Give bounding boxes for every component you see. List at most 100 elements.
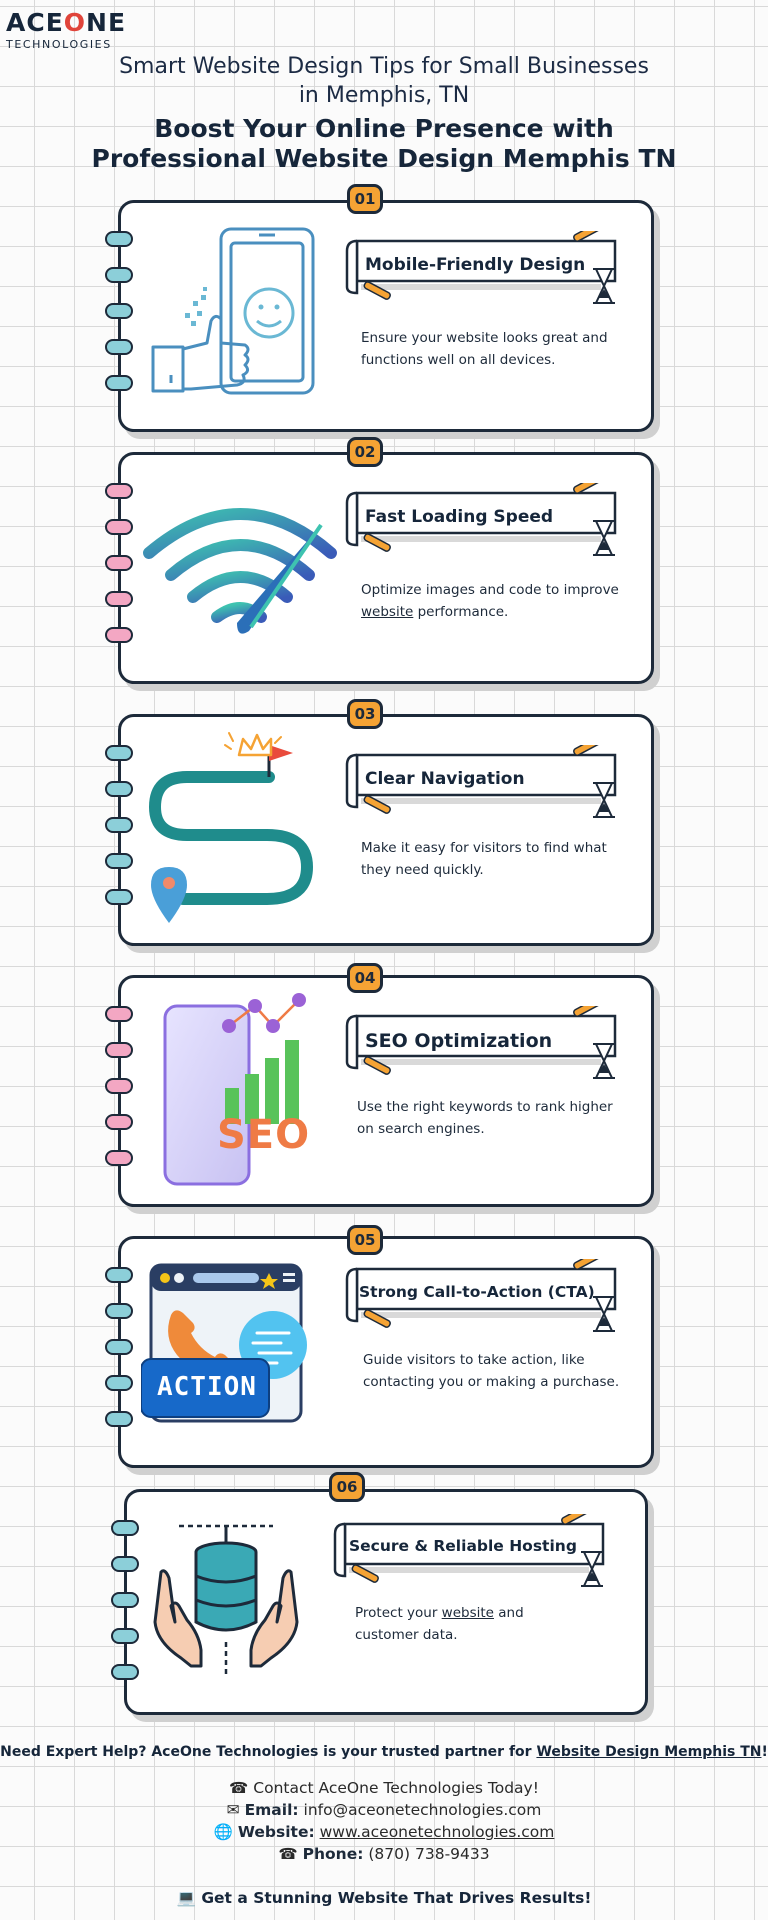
binder-ring xyxy=(105,1375,133,1391)
tip-card-05: ACTION Strong Call-to-Action (CTA) Guide… xyxy=(105,1236,654,1468)
action-call-icon xyxy=(141,1263,307,1423)
title-banner xyxy=(345,1259,617,1332)
binder-ring xyxy=(105,1078,133,1094)
website-link[interactable]: website xyxy=(361,604,414,620)
binder-rings xyxy=(105,1267,137,1447)
desc-text: and xyxy=(493,1605,524,1621)
desc-line: customer data. xyxy=(355,1627,458,1643)
tip-number-badge: 04 xyxy=(347,963,383,993)
tip-card-03: Clear Navigation Make it easy for visito… xyxy=(105,714,654,946)
action-icon-text: ACTION xyxy=(157,1372,257,1402)
binder-ring xyxy=(105,519,133,535)
binder-ring xyxy=(105,1114,133,1130)
tip-title: Strong Call-to-Action (CTA) xyxy=(359,1283,595,1301)
contact-title: Contact AceOne Technologies Today! xyxy=(253,1779,539,1797)
tip-description: Use the right keywords to rank higher on… xyxy=(357,1096,613,1140)
footer-lead-text: Need Expert Help? AceOne Technologies is… xyxy=(0,1744,537,1760)
binder-rings xyxy=(105,1006,137,1186)
desc-line: functions well on all devices. xyxy=(361,352,556,368)
tip-number-badge: 06 xyxy=(329,1472,365,1502)
logo-wordmark: ACEONE xyxy=(6,10,126,36)
desc-line: Make it easy for visitors to find what xyxy=(361,840,607,856)
binder-rings xyxy=(105,745,137,925)
email-value[interactable]: info@aceonetechnologies.com xyxy=(303,1801,542,1819)
binder-ring xyxy=(111,1556,139,1572)
phone-value[interactable]: (870) 738-9433 xyxy=(368,1845,490,1863)
title-line: Professional Website Design Memphis TN xyxy=(91,144,677,173)
desc-line: website performance. xyxy=(361,601,619,623)
closing-line: 💻 Get a Stunning Website That Drives Res… xyxy=(0,1889,768,1907)
binder-ring xyxy=(105,339,133,355)
logo-part: NE xyxy=(86,8,127,37)
wifi-speedometer-icon xyxy=(143,508,337,634)
page-subtitle: Smart Website Design Tips for Small Busi… xyxy=(84,52,684,110)
binder-ring xyxy=(105,267,133,283)
closing-text: Get a Stunning Website That Drives Resul… xyxy=(201,1889,592,1907)
laptop-icon: 💻 xyxy=(176,1889,196,1907)
subtitle-line: in Memphis, TN xyxy=(298,83,470,108)
page-title: Boost Your Online Presence with Professi… xyxy=(34,114,734,174)
binder-rings xyxy=(111,1520,143,1700)
email-label: Email: xyxy=(244,1801,299,1819)
phone-line: ☎ Phone: (870) 738-9433 xyxy=(0,1845,768,1863)
binder-ring xyxy=(105,1006,133,1022)
binder-ring xyxy=(105,555,133,571)
binder-ring xyxy=(111,1628,139,1644)
phone-icon: ☎ xyxy=(229,1779,249,1797)
binder-ring xyxy=(105,1339,133,1355)
binder-ring xyxy=(105,375,133,391)
tip-number-badge: 05 xyxy=(347,1225,383,1255)
binder-ring xyxy=(105,889,133,905)
tip-title: Fast Loading Speed xyxy=(365,507,554,527)
title-banner xyxy=(345,231,617,304)
desc-text: performance. xyxy=(413,604,509,620)
binder-ring xyxy=(105,853,133,869)
binder-ring xyxy=(105,231,133,247)
tip-title: Mobile-Friendly Design xyxy=(365,255,586,275)
company-logo: ACEONE TECHNOLOGIES xyxy=(6,10,126,52)
globe-icon: 🌐 xyxy=(213,1823,233,1841)
website-label: Website: xyxy=(237,1823,315,1841)
tip-number-badge: 02 xyxy=(347,437,383,467)
tip-description: Make it easy for visitors to find what t… xyxy=(361,837,607,881)
winding-road-icon xyxy=(148,732,314,923)
website-line: 🌐 Website: www.aceonetechnologies.com xyxy=(0,1823,768,1841)
phone-label: Phone: xyxy=(302,1845,364,1863)
website-url-link[interactable]: www.aceonetechnologies.com xyxy=(319,1823,555,1841)
tip-card-01: Mobile-Friendly Design Ensure your websi… xyxy=(105,200,654,432)
binder-ring xyxy=(105,781,133,797)
binder-ring xyxy=(105,591,133,607)
seo-icon-text: SEO xyxy=(217,1112,311,1158)
email-line: ✉ Email: info@aceonetechnologies.com xyxy=(0,1801,768,1819)
binder-ring xyxy=(105,483,133,499)
website-design-link[interactable]: Website Design Memphis TN xyxy=(536,1744,762,1760)
desc-line: Use the right keywords to rank higher xyxy=(357,1099,613,1115)
binder-ring xyxy=(105,1042,133,1058)
binder-rings xyxy=(105,231,137,411)
binder-ring xyxy=(105,745,133,761)
phone-icon: ☎ xyxy=(278,1845,298,1863)
tip-title: Clear Navigation xyxy=(365,769,525,789)
binder-ring xyxy=(105,1150,133,1166)
desc-line: Ensure your website looks great and xyxy=(361,330,608,346)
desc-line: contacting you or making a purchase. xyxy=(363,1374,620,1390)
logo-o: O xyxy=(63,8,87,37)
seo-phone-chart-icon xyxy=(163,993,306,1186)
desc-line: Optimize images and code to improve xyxy=(361,582,619,598)
title-banner xyxy=(333,1514,605,1587)
binder-ring xyxy=(105,817,133,833)
contact-title-line: ☎ Contact AceOne Technologies Today! xyxy=(0,1779,768,1797)
website-link[interactable]: website xyxy=(441,1605,494,1621)
binder-ring xyxy=(105,627,133,643)
binder-ring xyxy=(105,303,133,319)
desc-line: on search engines. xyxy=(357,1121,485,1137)
title-banner xyxy=(345,1006,617,1079)
tip-title: Secure & Reliable Hosting xyxy=(349,1537,577,1555)
desc-line: they need quickly. xyxy=(361,862,484,878)
binder-ring xyxy=(105,1303,133,1319)
binder-ring xyxy=(105,1411,133,1427)
tip-number-badge: 01 xyxy=(347,184,383,214)
binder-rings xyxy=(105,483,137,663)
binder-ring xyxy=(111,1520,139,1536)
tip-description: Protect your website and customer data. xyxy=(355,1602,524,1646)
